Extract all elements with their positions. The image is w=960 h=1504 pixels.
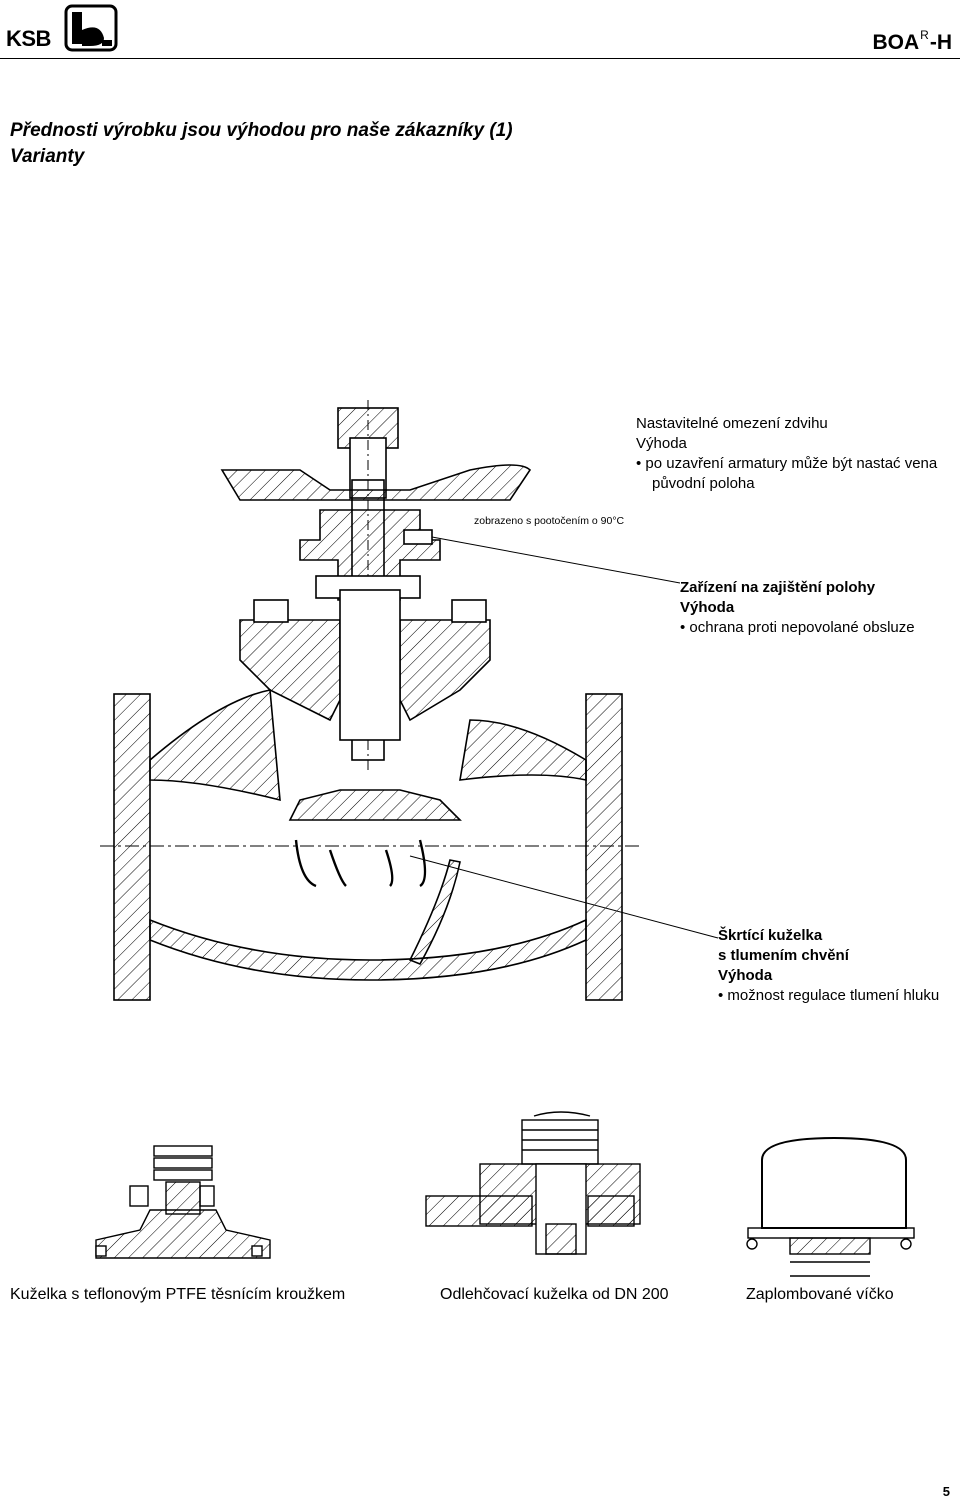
callout-bullet: • možnost regulace tlumení hluku <box>718 987 940 1004</box>
caption-sealed-cap: Zaplombované víčko <box>746 1286 894 1303</box>
caption-relief-plug: Odlehčovací kuželka od DN 200 <box>440 1286 669 1303</box>
page-number: 5 <box>942 1484 950 1499</box>
page-title: Přednosti výrobku jsou výhodou pro naše … <box>10 120 513 167</box>
sealed-cap-drawing <box>746 1136 915 1277</box>
relief-plug-drawing <box>425 1111 641 1255</box>
rotation-note: zobrazeno s pootočením o 90°C <box>474 515 625 527</box>
callout-throttling-plug: Škrtící kuželka s tlumením chvění Výhoda… <box>718 926 950 1006</box>
header-divider <box>0 58 960 59</box>
callout-bullet: • ochrana proti nepovolané obsluze <box>680 619 915 636</box>
registered-mark: R <box>920 28 929 42</box>
brand-name: KSB <box>6 26 51 51</box>
callout-stroke-limit: Nastavitelné omezení zdvihu Výhoda • po … <box>636 414 956 494</box>
ksb-logo-icon <box>64 4 118 52</box>
ksb-logo <box>4 4 124 54</box>
callout-bullet: • po uzavření armatury může být nastać v… <box>636 455 938 492</box>
caption-ptfe-plug: Kuželka s teflonovým PTFE těsnícím krouž… <box>10 1286 346 1303</box>
product-name: BOAR-H <box>872 28 952 54</box>
callout-position-lock: Zařízení na zajištění polohy Výhoda • oc… <box>680 578 960 638</box>
ptfe-plug-drawing <box>95 1145 271 1259</box>
